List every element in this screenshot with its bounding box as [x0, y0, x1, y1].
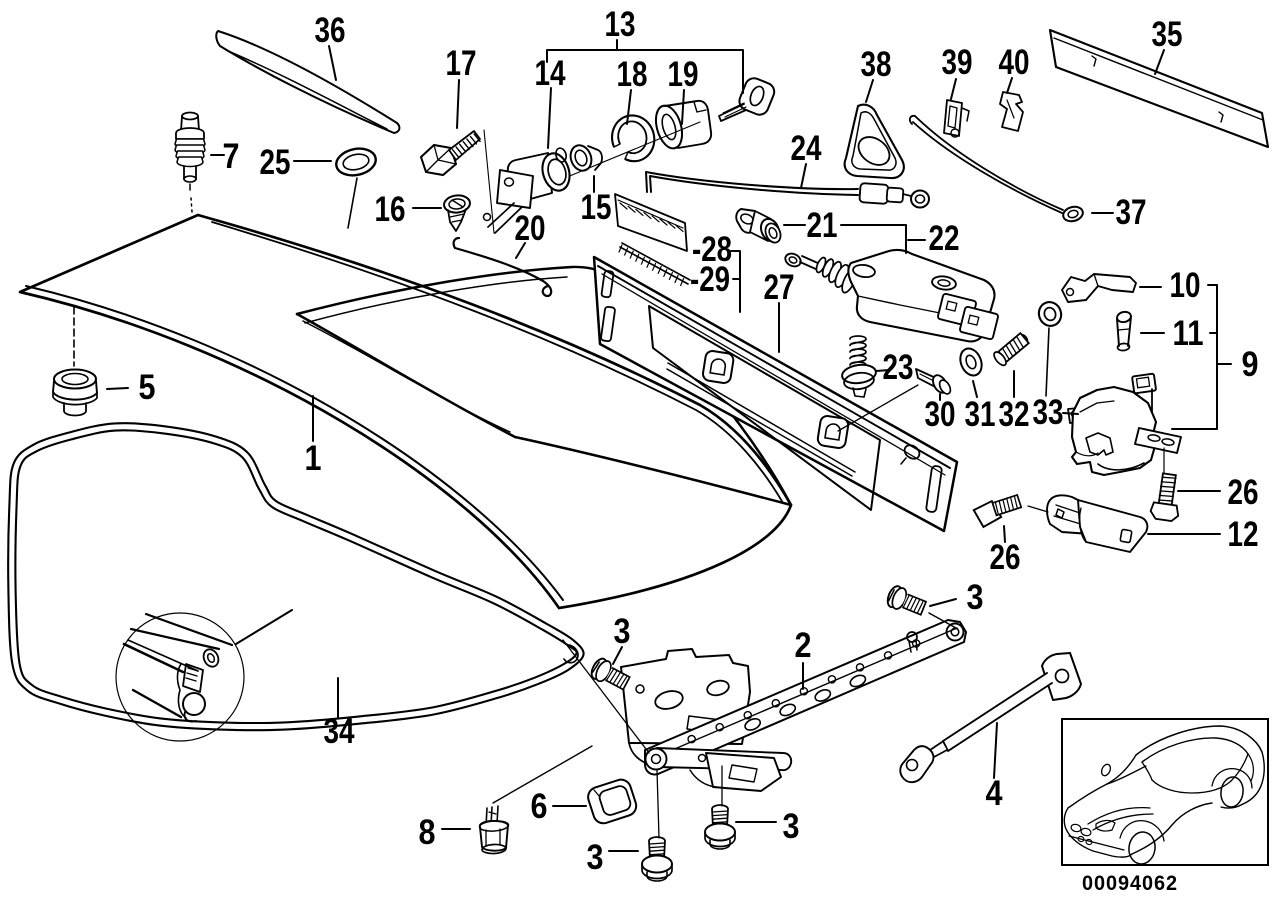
svg-text:23: 23 [883, 348, 914, 387]
svg-text:18: 18 [617, 55, 648, 94]
svg-text:34: 34 [324, 712, 355, 751]
svg-text:1: 1 [305, 439, 322, 478]
svg-text:12: 12 [1228, 515, 1259, 554]
svg-text:38: 38 [861, 45, 892, 84]
svg-text:22: 22 [929, 219, 960, 258]
svg-text:26: 26 [990, 538, 1021, 577]
svg-text:24: 24 [791, 129, 822, 168]
svg-text:33: 33 [1033, 393, 1064, 432]
svg-text:-28: -28 [692, 230, 732, 269]
svg-text:00094062: 00094062 [1082, 872, 1178, 895]
svg-text:11: 11 [1173, 314, 1204, 353]
svg-text:7: 7 [223, 137, 240, 176]
svg-text:9: 9 [1242, 345, 1259, 384]
svg-text:3: 3 [614, 612, 631, 651]
svg-text:2: 2 [795, 626, 812, 665]
svg-text:14: 14 [535, 54, 566, 93]
svg-text:3: 3 [967, 578, 984, 617]
svg-text:36: 36 [315, 11, 346, 50]
svg-text:4: 4 [986, 774, 1003, 813]
svg-text:26: 26 [1228, 473, 1259, 512]
svg-text:10: 10 [1170, 266, 1201, 305]
svg-text:39: 39 [942, 43, 973, 82]
svg-text:32: 32 [999, 395, 1030, 434]
svg-text:31: 31 [965, 395, 996, 434]
svg-text:30: 30 [925, 395, 956, 434]
svg-text:8: 8 [419, 813, 436, 852]
svg-text:37: 37 [1116, 193, 1147, 232]
svg-text:16: 16 [375, 190, 406, 229]
svg-text:25: 25 [260, 143, 291, 182]
svg-text:6: 6 [531, 787, 548, 826]
svg-text:-29: -29 [690, 260, 730, 299]
svg-text:27: 27 [764, 268, 795, 307]
svg-text:40: 40 [999, 43, 1030, 82]
svg-text:5: 5 [139, 368, 156, 407]
svg-text:15: 15 [581, 188, 612, 227]
svg-text:3: 3 [783, 807, 800, 846]
svg-text:13: 13 [605, 5, 636, 44]
svg-text:35: 35 [1152, 15, 1183, 54]
svg-text:19: 19 [668, 55, 699, 94]
svg-text:20: 20 [515, 209, 546, 248]
svg-text:17: 17 [446, 44, 477, 83]
svg-text:21: 21 [807, 206, 838, 245]
svg-text:3: 3 [587, 838, 604, 877]
